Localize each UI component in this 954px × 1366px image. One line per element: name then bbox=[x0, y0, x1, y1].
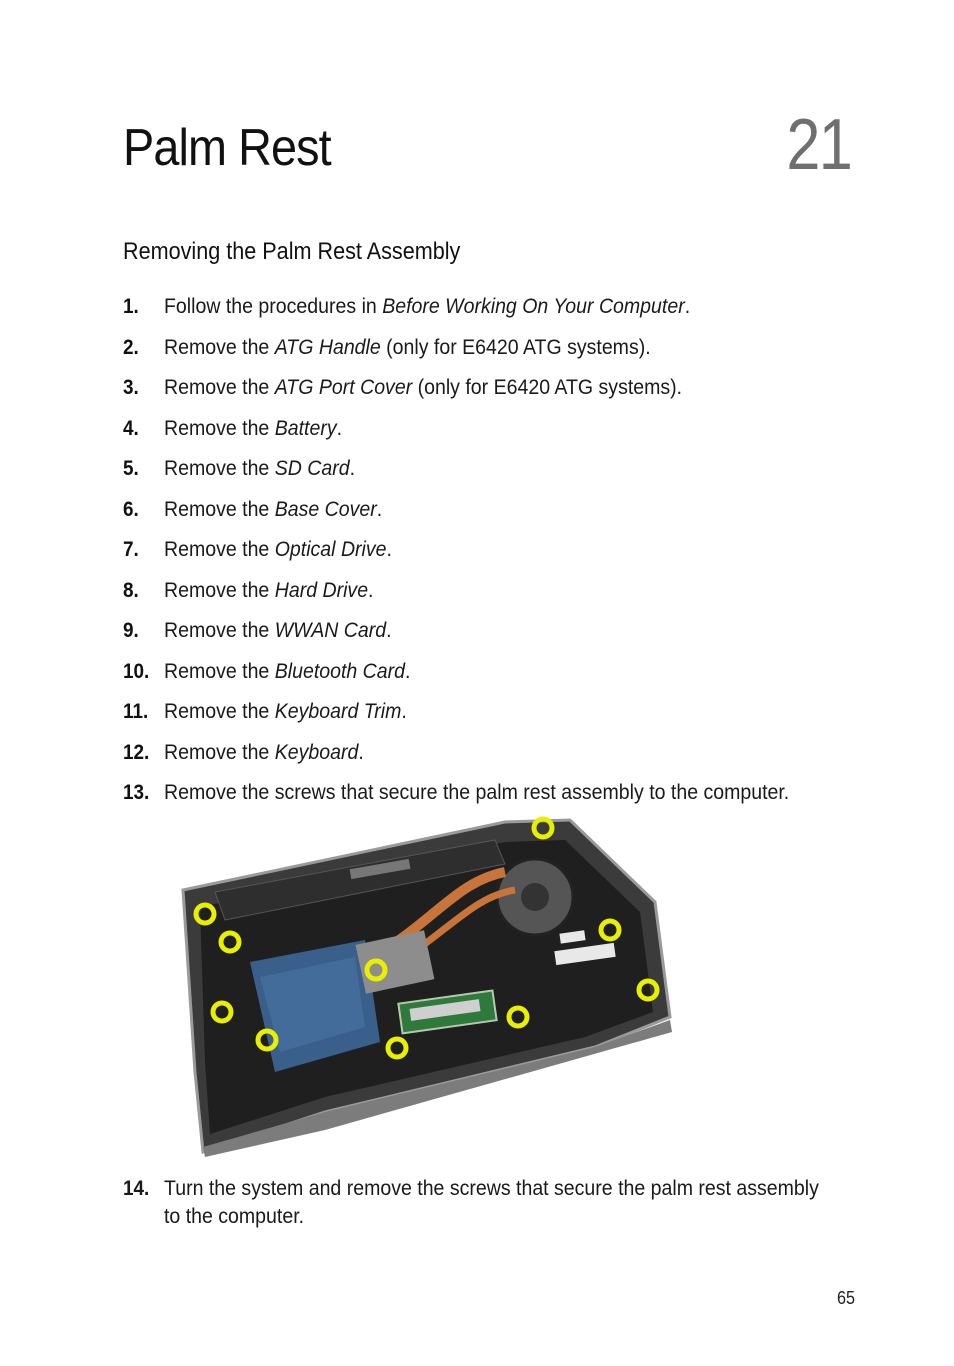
step-text: Remove the Base Cover. bbox=[164, 497, 383, 521]
step-text: Remove the WWAN Card. bbox=[164, 619, 392, 642]
step-number: 4. bbox=[123, 416, 139, 440]
step-item: 10. Remove the Bluetooth Card. bbox=[123, 657, 863, 698]
step-item: 12. Remove the Keyboard. bbox=[123, 738, 863, 779]
steps-list: 1. Follow the procedures in Before Workin… bbox=[123, 292, 863, 819]
screw-7 bbox=[210, 1000, 234, 1024]
step-text: Remove the Keyboard. bbox=[164, 740, 364, 764]
step-item: 2. Remove the ATG Handle (only for E6420 … bbox=[123, 333, 863, 374]
step-text: Remove the Battery. bbox=[164, 416, 343, 440]
step-item: 13. Remove the screws that secure the pal… bbox=[123, 778, 863, 819]
step-link-text: Base Cover bbox=[274, 497, 377, 521]
palm-rest-screws-photo bbox=[181, 816, 672, 1157]
step-item: 3. Remove the ATG Port Cover (only for E6… bbox=[123, 373, 863, 414]
page-number: 65 bbox=[836, 1288, 855, 1308]
step-number: 6. bbox=[123, 497, 139, 521]
step-text: Remove the Optical Drive. bbox=[164, 538, 392, 561]
step-number: 2. bbox=[123, 335, 139, 359]
step-text: Remove the screws that secure the palm r… bbox=[164, 781, 790, 804]
step-link-text: Battery bbox=[274, 416, 337, 440]
step-number: 13. bbox=[123, 781, 150, 804]
step-item: 7. Remove the Optical Drive. bbox=[123, 535, 863, 576]
screw-highlights bbox=[193, 816, 660, 1060]
screw-6 bbox=[636, 978, 660, 1002]
step-link-text: Before Working On Your Computer bbox=[382, 295, 685, 318]
screw-8 bbox=[506, 1005, 530, 1029]
step-text: Remove the Hard Drive. bbox=[164, 578, 374, 602]
screw-1 bbox=[531, 816, 555, 840]
step-item: 1. Follow the procedures in Before Workin… bbox=[123, 292, 863, 333]
step-text: Turn the system and remove the screws th… bbox=[164, 1177, 819, 1228]
step-text: Remove the ATG Port Cover (only for E642… bbox=[164, 376, 683, 399]
step-text: Remove the ATG Handle (only for E6420 AT… bbox=[164, 335, 651, 359]
step-item: 6. Remove the Base Cover. bbox=[123, 495, 863, 536]
step-number: 1. bbox=[123, 295, 139, 318]
step-number: 10. bbox=[123, 659, 150, 683]
step-number: 7. bbox=[123, 538, 139, 561]
chapter-title: Palm Rest bbox=[123, 119, 332, 177]
step-link-text: Keyboard Trim bbox=[274, 700, 402, 723]
step-number: 14. bbox=[123, 1177, 150, 1200]
step-link-text: ATG Port Cover bbox=[274, 376, 413, 399]
step-link-text: SD Card bbox=[274, 457, 350, 480]
step-link-text: Optical Drive bbox=[274, 538, 387, 561]
step-link-text: Hard Drive bbox=[274, 578, 369, 602]
step-item: 8. Remove the Hard Drive. bbox=[123, 576, 863, 617]
step-number: 3. bbox=[123, 376, 139, 399]
step-item: 5. Remove the SD Card. bbox=[123, 454, 863, 495]
screw-10 bbox=[385, 1036, 409, 1060]
step-text: Remove the SD Card. bbox=[164, 457, 356, 480]
step-number: 11. bbox=[123, 700, 149, 723]
step-number: 12. bbox=[123, 740, 150, 764]
step-item: 9. Remove the WWAN Card. bbox=[123, 616, 863, 657]
step-number: 8. bbox=[123, 578, 139, 602]
step-text: Remove the Bluetooth Card. bbox=[164, 659, 411, 683]
screw-5 bbox=[364, 958, 388, 982]
step-number: 9. bbox=[123, 619, 139, 642]
step-link-text: WWAN Card bbox=[274, 619, 387, 642]
step-item: 11. Remove the Keyboard Trim. bbox=[123, 697, 863, 738]
step-link-text: ATG Handle bbox=[274, 335, 381, 359]
step-text: Remove the Keyboard Trim. bbox=[164, 700, 407, 723]
front-edge bbox=[203, 1020, 672, 1157]
step-item: 4. Remove the Battery. bbox=[123, 414, 863, 455]
step-text: Follow the procedures in Before Working … bbox=[164, 295, 691, 318]
top-rear-strip bbox=[214, 839, 506, 921]
screw-2 bbox=[193, 902, 217, 926]
screw-4 bbox=[598, 918, 622, 942]
screw-3 bbox=[218, 930, 242, 954]
step-number: 5. bbox=[123, 457, 139, 480]
chapter-number: 21 bbox=[786, 105, 852, 185]
step-link-text: Keyboard bbox=[274, 740, 359, 764]
screw-9 bbox=[255, 1028, 279, 1052]
step-link-text: Bluetooth Card bbox=[274, 659, 406, 683]
section-title: Removing the Palm Rest Assembly bbox=[123, 238, 461, 265]
